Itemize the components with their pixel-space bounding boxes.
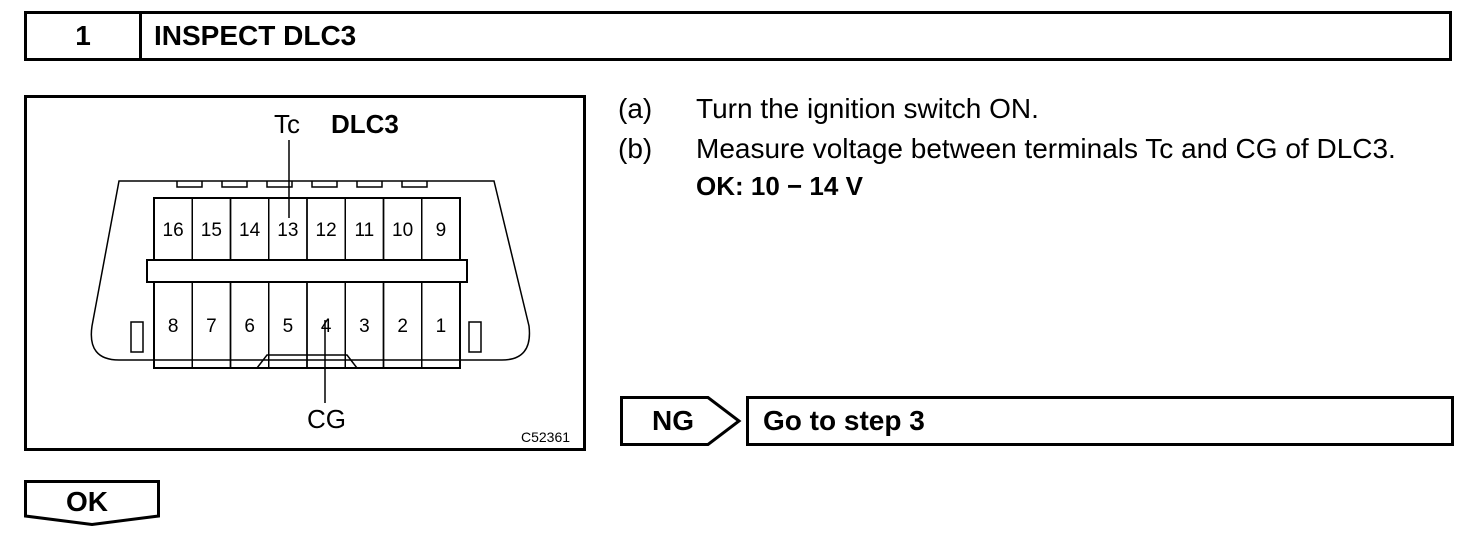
dlc3-connector-figure: 16 15 14 13 12 11 10 9 8 7 6 5 4 3 2 1 Tc DLC3 CG C523… <box>24 95 586 451</box>
ng-arrow-box: NG <box>620 396 742 446</box>
ok-down-arrow-box: OK <box>24 480 160 526</box>
instruction-text: Measure voltage between terminals Tc and… <box>696 133 1396 164</box>
pin-number: 9 <box>436 220 447 241</box>
pin-number: 10 <box>392 220 413 241</box>
pin-number: 4 <box>321 316 332 337</box>
go-to-step-text: Go to step 3 <box>763 405 925 436</box>
cg-label: CG <box>307 404 346 434</box>
pin-number: 16 <box>163 220 184 241</box>
instruction-b: (b) Measure voltage between terminals Tc… <box>618 132 1458 166</box>
step-number: 1 <box>27 14 142 58</box>
step-title: INSPECT DLC3 <box>154 20 357 51</box>
instruction-label: (a) <box>618 93 653 124</box>
right-slot <box>468 321 482 353</box>
pin-number: 1 <box>436 316 447 337</box>
pin-number: 2 <box>397 316 408 337</box>
top-serration <box>176 181 428 188</box>
instruction-text: Turn the ignition switch ON. <box>696 93 1039 124</box>
pin-number: 13 <box>277 220 298 241</box>
pin-number: 3 <box>359 316 370 337</box>
instruction-a: (a) Turn the ignition switch ON. <box>618 92 1458 126</box>
pin-number: 11 <box>355 220 375 241</box>
go-to-step-box: Go to step 3 <box>746 396 1454 446</box>
top-pin-row: 16 15 14 13 12 11 10 9 <box>153 197 461 261</box>
connector-housing <box>90 180 531 361</box>
step-header: 1 INSPECT DLC3 <box>24 11 1452 61</box>
pin-cell <box>421 197 461 261</box>
instruction-label: (b) <box>618 133 653 164</box>
figure-code: C52361 <box>521 429 570 445</box>
ok-label: OK <box>66 486 108 517</box>
pin-cell <box>421 281 461 369</box>
pin-number: 14 <box>239 220 261 241</box>
ok-specification: OK: 10 − 14 V <box>696 171 863 201</box>
center-bar <box>146 259 468 283</box>
pin-number: 7 <box>206 316 217 337</box>
pin-number: 6 <box>244 316 255 337</box>
pin-number: 5 <box>283 316 294 337</box>
tc-label: Tc <box>274 109 300 139</box>
ng-label: NG <box>652 405 694 436</box>
bottom-pin-row: 8 7 6 5 4 3 2 1 <box>153 281 461 369</box>
left-slot <box>130 321 144 353</box>
pin-number: 12 <box>316 220 337 241</box>
connector-diagram: 16 15 14 13 12 11 10 9 8 7 6 5 4 3 2 1 Tc DLC3 CG C523… <box>90 109 570 445</box>
pin-number: 15 <box>201 220 222 241</box>
pin-number: 8 <box>168 316 179 337</box>
connector-label: DLC3 <box>331 109 399 139</box>
